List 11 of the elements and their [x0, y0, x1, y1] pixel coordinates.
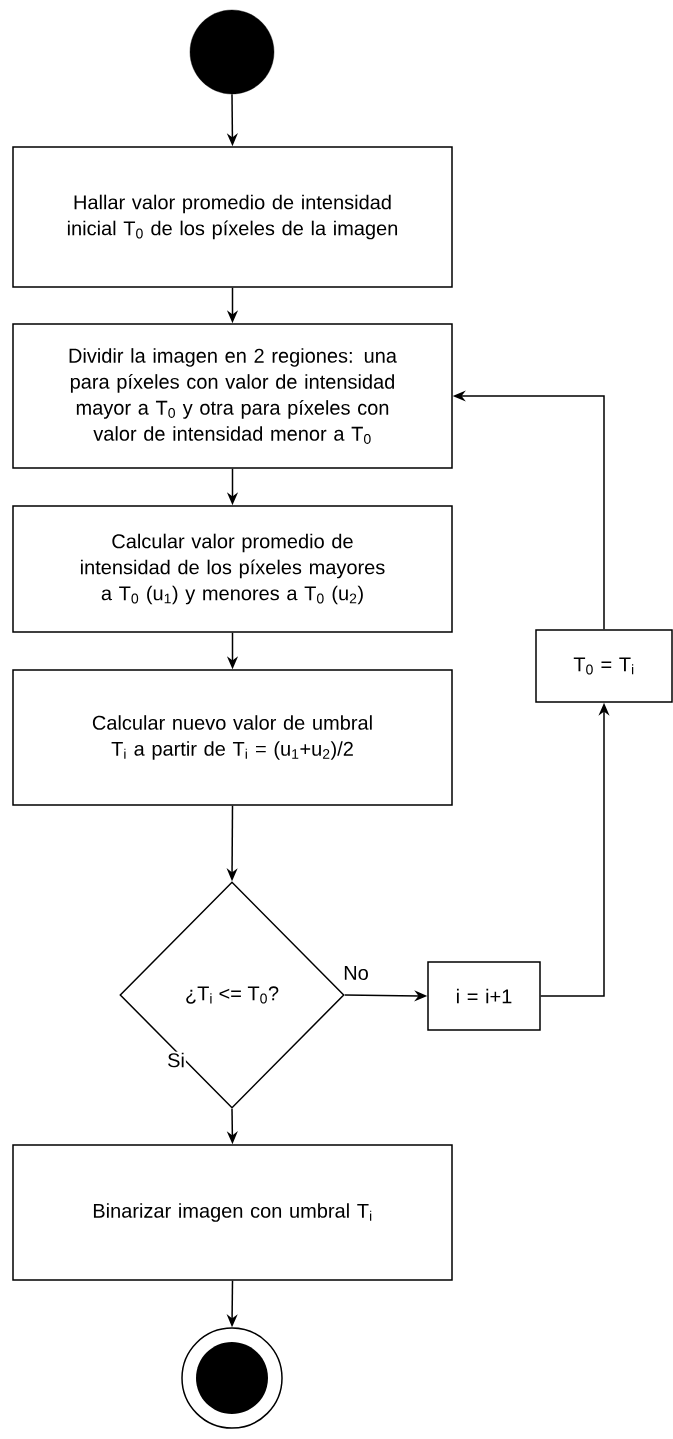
edge-label: Si [166, 1051, 186, 1069]
process-box: Calcular nuevo valor de umbral T$_{i}$ a partir de T$_{i}$ = (u$_{1}$+u$_{2}$)/2 [12, 669, 453, 806]
process-box: i = i+1 [427, 961, 541, 1031]
process-box: Hallar valor promedio de intensidad inicial T$_{0}$ de los píxeles de la imagen [12, 146, 453, 288]
end-circle [181, 1327, 283, 1429]
start-circle [189, 9, 275, 95]
process-box: Binarizar imagen con umbral T$_{i}$ [12, 1144, 453, 1281]
edge-label: No [342, 965, 370, 981]
process-box: T$_{0}$ = T$_{i}$ [535, 629, 673, 703]
process-box: Dividir la imagen en 2 regiones: una para píxeles con valor de intensidad mayor a T$_{0}$ y otra para píxeles con valor de intensidad menor a T$_{0}$ [12, 323, 453, 469]
process-box: Calcular valor promedio de intensidad de los píxeles mayores a T$_{0}$ (u$_{1}$) y menores a T$_{0}$ (u$_{2}$) [12, 505, 453, 633]
